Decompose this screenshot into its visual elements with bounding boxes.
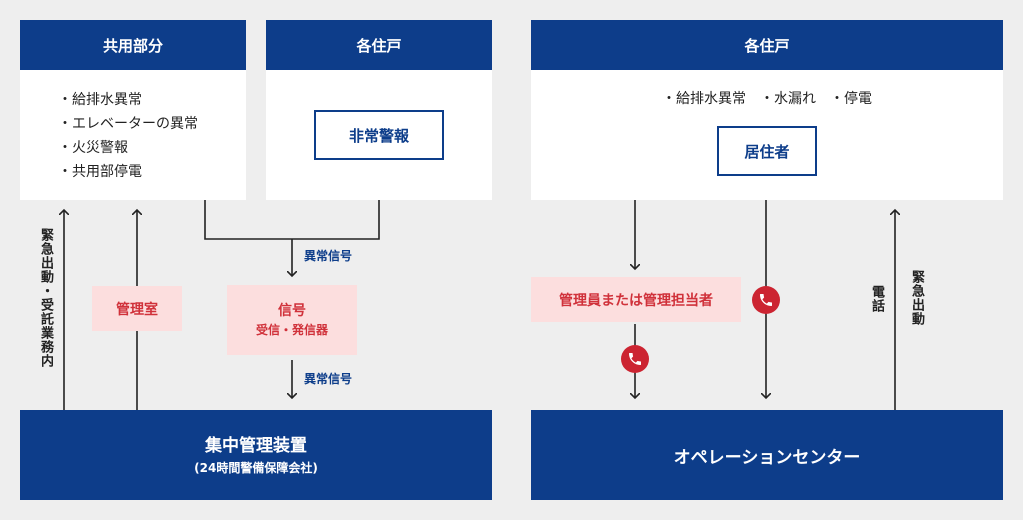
central-control-subtitle: (24時間警備保障会社) — [194, 461, 318, 475]
list-item: 共用部停電 — [58, 160, 198, 184]
phone-icon — [752, 286, 780, 314]
manager-label: 管理員または管理担当者 — [559, 292, 713, 309]
manager-box: 管理員または管理担当者 — [531, 277, 741, 322]
signal-title: 信号 — [278, 303, 306, 319]
resident-box: 居住者 — [717, 126, 817, 176]
emergency-dispatch-label: 緊急出動 — [909, 270, 924, 326]
unit-header-right-label: 各住戸 — [744, 36, 790, 55]
list-item: ・給排水異常 — [662, 91, 746, 107]
common-area-panel: 給排水異常 エレベーターの異常 火災警報 共用部停電 — [20, 70, 246, 200]
list-item: 給排水異常 — [58, 88, 198, 112]
abnormal-signal-label-1: 異常信号 — [304, 249, 353, 263]
list-item: ・水漏れ — [760, 91, 816, 107]
signal-transceiver-box: 信号 受信・発信器 — [227, 285, 357, 355]
abnormal-signal-label-2: 異常信号 — [304, 372, 353, 386]
list-item: 火災警報 — [58, 136, 198, 160]
phone-icon — [621, 345, 649, 373]
operation-center-title: オペレーションセンター — [673, 447, 861, 468]
central-control-box: 集中管理装置 (24時間警備保障会社) — [20, 410, 492, 500]
phone-label: 電話 — [869, 285, 884, 313]
emergency-alarm-box: 非常警報 — [314, 110, 444, 160]
management-room-box: 管理室 — [92, 286, 182, 331]
management-room-label: 管理室 — [116, 301, 158, 318]
unit-panel-right: ・給排水異常 ・水漏れ ・停電 居住者 — [531, 70, 1003, 200]
resident-label: 居住者 — [744, 142, 790, 161]
unit-header-left-label: 各住戸 — [356, 36, 402, 55]
central-control-title: 集中管理装置 — [205, 436, 307, 456]
unit-panel-left: 非常警報 — [266, 70, 492, 200]
unit-header-left: 各住戸 — [266, 20, 492, 70]
common-area-header-label: 共用部分 — [102, 36, 163, 55]
signal-subtitle: 受信・発信器 — [255, 323, 328, 337]
common-area-list: 給排水異常 エレベーターの異常 火災警報 共用部停電 — [58, 88, 198, 184]
list-item: エレベーターの異常 — [58, 112, 198, 136]
issue-list: ・給排水異常 ・水漏れ ・停電 — [531, 88, 1003, 108]
common-area-header: 共用部分 — [20, 20, 246, 70]
list-item: ・停電 — [830, 91, 872, 107]
unit-header-right: 各住戸 — [531, 20, 1003, 70]
dispatch-service-label: 緊急出動・受託業務内 — [38, 228, 53, 368]
emergency-alarm-label: 非常警報 — [348, 126, 409, 145]
operation-center-box: オペレーションセンター — [531, 410, 1003, 500]
